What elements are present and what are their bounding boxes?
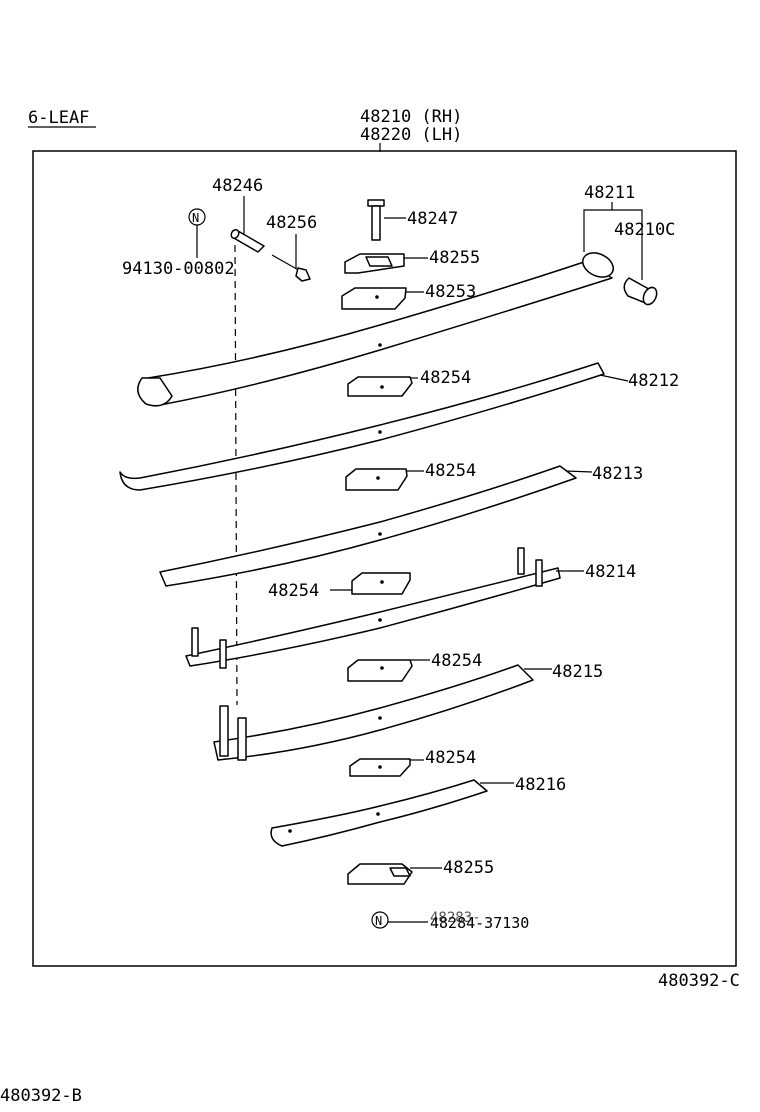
pad-48255-bottom [347, 863, 413, 885]
part-label-48254-d: 48254 [431, 651, 482, 671]
part-label-48247: 48247 [407, 209, 458, 229]
part-label-48246: 48246 [212, 176, 263, 196]
part-label-48254-a: 48254 [420, 368, 471, 388]
diagram-frame [32, 150, 737, 967]
pad-48255-top [344, 253, 405, 274]
pad-48254-c [351, 572, 411, 595]
center-bolt-axis [234, 244, 238, 706]
svg-text:N: N [375, 914, 382, 928]
pin-48246 [230, 228, 265, 253]
part-label-48214: 48214 [585, 562, 636, 582]
part-label-48254-b: 48254 [425, 461, 476, 481]
main-leaf-48211 [137, 252, 614, 407]
leaf-48213 [159, 465, 577, 587]
part-label-94130-00802: 94130-00802 [122, 259, 235, 279]
assembly-lh-label: 48220 (LH) [360, 125, 462, 145]
pad-48254-a [347, 376, 413, 397]
new-part-marker-bottom: N [371, 911, 389, 929]
bolt-48247 [367, 199, 385, 241]
leader-48211-bracket [583, 209, 643, 280]
part-label-48253: 48253 [425, 282, 476, 302]
part-label-48216: 48216 [515, 775, 566, 795]
new-part-marker: N [188, 208, 206, 226]
part-label-48210c: 48210C [614, 220, 675, 240]
assembly-rh-label: 48210 (RH) [360, 107, 462, 127]
bushing-48210c [623, 277, 658, 306]
part-label-48255-bottom: 48255 [443, 858, 494, 878]
part-label-48211: 48211 [584, 183, 635, 203]
leaf-count-label: 6-LEAF [28, 108, 89, 128]
part-label-48254-c: 48254 [268, 581, 319, 601]
part-label-48284-overstrike: 48283- [430, 910, 481, 926]
svg-text:N: N [192, 211, 199, 225]
part-label-48255-top: 48255 [429, 248, 480, 268]
plate-48253 [341, 287, 407, 310]
part-label-48284-37130: 48284-37130 [430, 914, 529, 932]
pad-48254-d [347, 659, 413, 682]
part-label-48256: 48256 [266, 213, 317, 233]
page-reference: 480392-B [0, 1086, 82, 1106]
pad-48254-b [345, 468, 408, 491]
leader-48213 [565, 470, 593, 473]
part-label-48212: 48212 [628, 371, 679, 391]
part-label-48215: 48215 [552, 662, 603, 682]
leader-48212 [599, 374, 629, 382]
part-label-48254-e: 48254 [425, 748, 476, 768]
eye-bushing-front [582, 252, 614, 278]
part-label-48213: 48213 [592, 464, 643, 484]
leaf-48212 [119, 362, 605, 491]
leaf-48215 [213, 664, 534, 761]
leaf-48216 [270, 779, 488, 847]
diagram-reference: 480392-C [658, 971, 740, 991]
leaf-48214 [185, 547, 561, 669]
bolt-48256 [271, 254, 311, 282]
